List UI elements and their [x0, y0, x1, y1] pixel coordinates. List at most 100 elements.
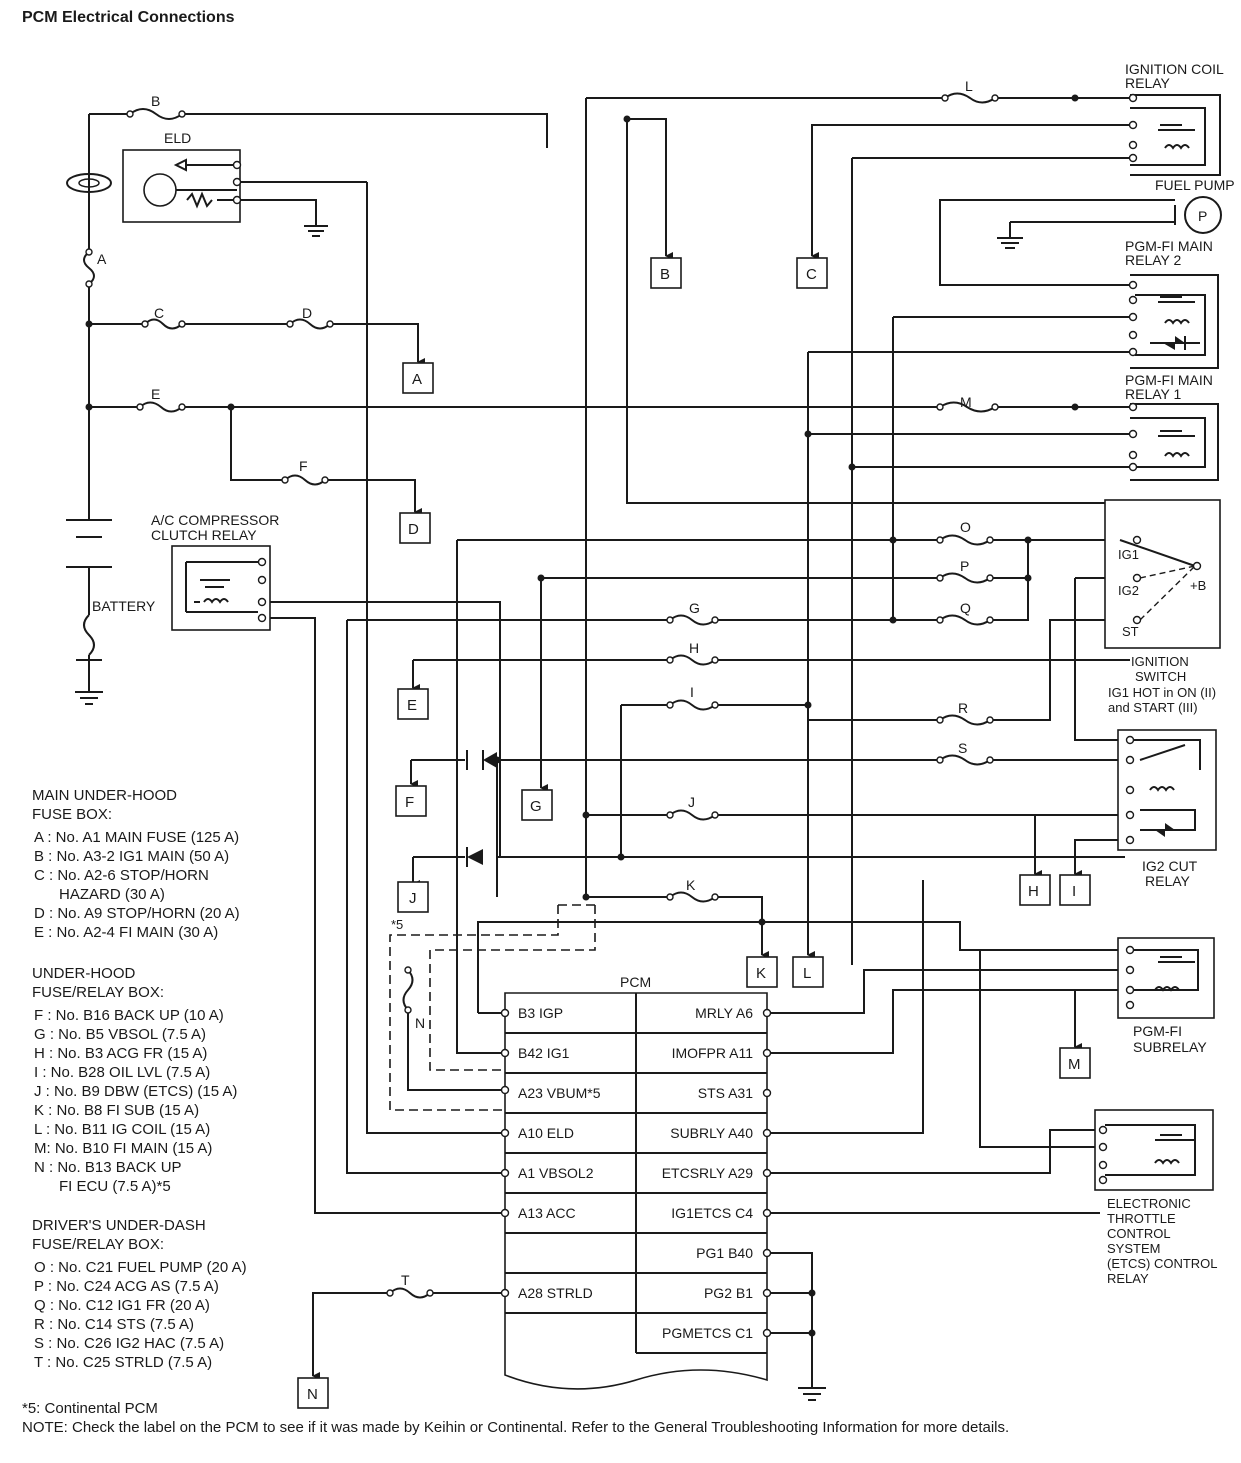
legend-item: T : No. C25 STRLD (7.5 A)	[34, 1354, 213, 1371]
fuse-k: K	[666, 877, 719, 903]
legend-item: N : No. B13 BACK UP	[34, 1159, 182, 1176]
svg-text:RELAY: RELAY	[1125, 75, 1171, 91]
fuse-m: M	[936, 394, 999, 413]
svg-text:SWITCH: SWITCH	[1135, 669, 1186, 684]
wires	[88, 97, 1195, 1380]
svg-text:CLUTCH RELAY: CLUTCH RELAY	[151, 527, 257, 543]
svg-text:K: K	[686, 877, 696, 893]
legend-item: O : No. C21 FUEL PUMP (20 A)	[34, 1259, 247, 1276]
svg-text:T: T	[401, 1272, 410, 1288]
legend-item: HAZARD (30 A)	[34, 886, 165, 903]
svg-text:and START (III): and START (III)	[1108, 700, 1198, 715]
legend-item: L : No. B11 IG COIL (15 A)	[34, 1121, 211, 1138]
connector-e: E	[397, 688, 429, 720]
pcm-pin-etcsrly-a29: ETCSRLY A29	[662, 1165, 754, 1181]
connector-a: A	[402, 362, 434, 394]
fuel-pump: FUEL PUMP P	[939, 177, 1235, 286]
fuse-g: G	[666, 600, 719, 626]
svg-text:+B: +B	[1190, 578, 1206, 593]
legend-item: J : No. B9 DBW (ETCS) (15 A)	[34, 1083, 238, 1100]
svg-text:IG2 CUT: IG2 CUT	[1142, 858, 1198, 874]
pcm-pin-a13-acc: A13 ACC	[518, 1205, 576, 1221]
pcm-pin-a28-strld: A28 STRLD	[518, 1285, 593, 1301]
svg-text:I: I	[690, 684, 694, 700]
pcm-pin-a1-vbsol2: A1 VBSOL2	[518, 1165, 594, 1181]
legend-item: B : No. A3-2 IG1 MAIN (50 A)	[34, 848, 230, 865]
connector-f: F	[395, 785, 427, 817]
svg-text:L: L	[803, 965, 811, 982]
legend-item: S : No. C26 IG2 HAC (7.5 A)	[34, 1335, 225, 1352]
svg-text:CONTROL: CONTROL	[1107, 1226, 1171, 1241]
fuse-b: B	[126, 93, 186, 120]
svg-text:G: G	[689, 600, 700, 616]
svg-text:SUBRELAY: SUBRELAY	[1133, 1039, 1207, 1055]
svg-text:J: J	[688, 794, 695, 810]
ground-icon	[304, 218, 328, 237]
fuse-d: D	[286, 305, 334, 330]
ignition-coil-relay: IGNITION COIL RELAY	[1125, 61, 1224, 176]
pcm-left-pins: B3 IGP B42 IG1 A23 VBUM*5 A10 ELD A1 VBS…	[518, 1005, 601, 1301]
fuse-q: Q	[936, 600, 994, 626]
legend-item: Q : No. C12 IG1 FR (20 A)	[34, 1297, 210, 1314]
svg-text:SYSTEM: SYSTEM	[1107, 1241, 1160, 1256]
svg-text:IGNITION: IGNITION	[1131, 654, 1189, 669]
footnote-mark: *5	[391, 917, 403, 932]
svg-text:PGM-FI: PGM-FI	[1133, 1023, 1182, 1039]
svg-text:Q: Q	[960, 600, 971, 616]
diode-icon	[466, 750, 497, 770]
fuse-a: A	[83, 248, 107, 288]
fuse-p: P	[936, 558, 994, 584]
svg-text:F: F	[405, 794, 414, 811]
svg-text:RELAY 1: RELAY 1	[1125, 386, 1182, 402]
legend-heading: UNDER-HOOD	[32, 965, 136, 982]
connector-m: M	[1059, 1047, 1091, 1079]
pcm-pin-mrly-a6: MRLY A6	[695, 1005, 753, 1021]
svg-text:BATTERY: BATTERY	[92, 598, 156, 614]
footnote: *5: Continental PCM	[22, 1400, 158, 1417]
svg-text:H: H	[1028, 883, 1039, 900]
svg-text:D: D	[302, 305, 312, 321]
connectors: A B C D E F G H I J K L M N	[297, 257, 1091, 1409]
svg-text:E: E	[151, 386, 160, 402]
battery-symbol: BATTERY	[66, 519, 156, 661]
svg-text:H: H	[689, 640, 699, 656]
legend-item: M: No. B10 FI MAIN (15 A)	[34, 1140, 213, 1157]
diodes	[466, 750, 497, 867]
svg-text:ELD: ELD	[164, 130, 191, 146]
svg-text:D: D	[408, 521, 419, 538]
fuse-i: I	[666, 684, 719, 711]
fuse-e: E	[136, 386, 186, 413]
pcm-pin-pgmetcs-c1: PGMETCS C1	[662, 1325, 753, 1341]
svg-text:S: S	[958, 740, 967, 756]
pgm-fi-main-relay-2: PGM-FI MAIN RELAY 2	[1125, 238, 1219, 369]
svg-text:PGM-FI MAIN: PGM-FI MAIN	[1125, 372, 1213, 388]
pcm-pin-sts-a31: STS A31	[698, 1085, 753, 1101]
pcm-pin-subrly-a40: SUBRLY A40	[670, 1125, 753, 1141]
svg-text:IGNITION COIL: IGNITION COIL	[1125, 61, 1224, 77]
fuse-t: T	[386, 1272, 434, 1299]
fuse-o: O	[936, 519, 994, 546]
pcm-pin-b3-igp: B3 IGP	[518, 1005, 563, 1021]
note: NOTE: Check the label on the PCM to see …	[22, 1419, 1010, 1436]
ground-icon	[798, 1380, 826, 1401]
legend-item: P : No. C24 ACG AS (7.5 A)	[34, 1278, 219, 1295]
connector-c: C	[796, 257, 828, 289]
svg-text:ELECTRONIC: ELECTRONIC	[1107, 1196, 1191, 1211]
svg-text:R: R	[958, 700, 968, 716]
pcm-pin-ig1etcs-c4: IG1ETCS C4	[671, 1205, 753, 1221]
connector-l: L	[792, 956, 824, 988]
svg-text:M: M	[960, 394, 972, 410]
fuse-s: S	[936, 740, 994, 766]
svg-text:B: B	[660, 266, 670, 283]
pcm-pin-imofpr-a11: IMOFPR A11	[672, 1045, 754, 1061]
svg-text:PGM-FI MAIN: PGM-FI MAIN	[1125, 238, 1213, 254]
diode-icon	[466, 847, 483, 867]
svg-text:O: O	[960, 519, 971, 535]
svg-text:RELAY: RELAY	[1107, 1271, 1149, 1286]
legend-item: K : No. B8 FI SUB (15 A)	[34, 1102, 200, 1119]
svg-text:E: E	[407, 697, 417, 714]
legend-under-hood-relay: UNDER-HOOD FUSE/RELAY BOX: F : No. B16 B…	[28, 964, 237, 1196]
svg-text:M: M	[1068, 1056, 1081, 1073]
legend-item: F : No. B16 BACK UP (10 A)	[34, 1007, 224, 1024]
continental-wiring	[389, 904, 596, 1111]
